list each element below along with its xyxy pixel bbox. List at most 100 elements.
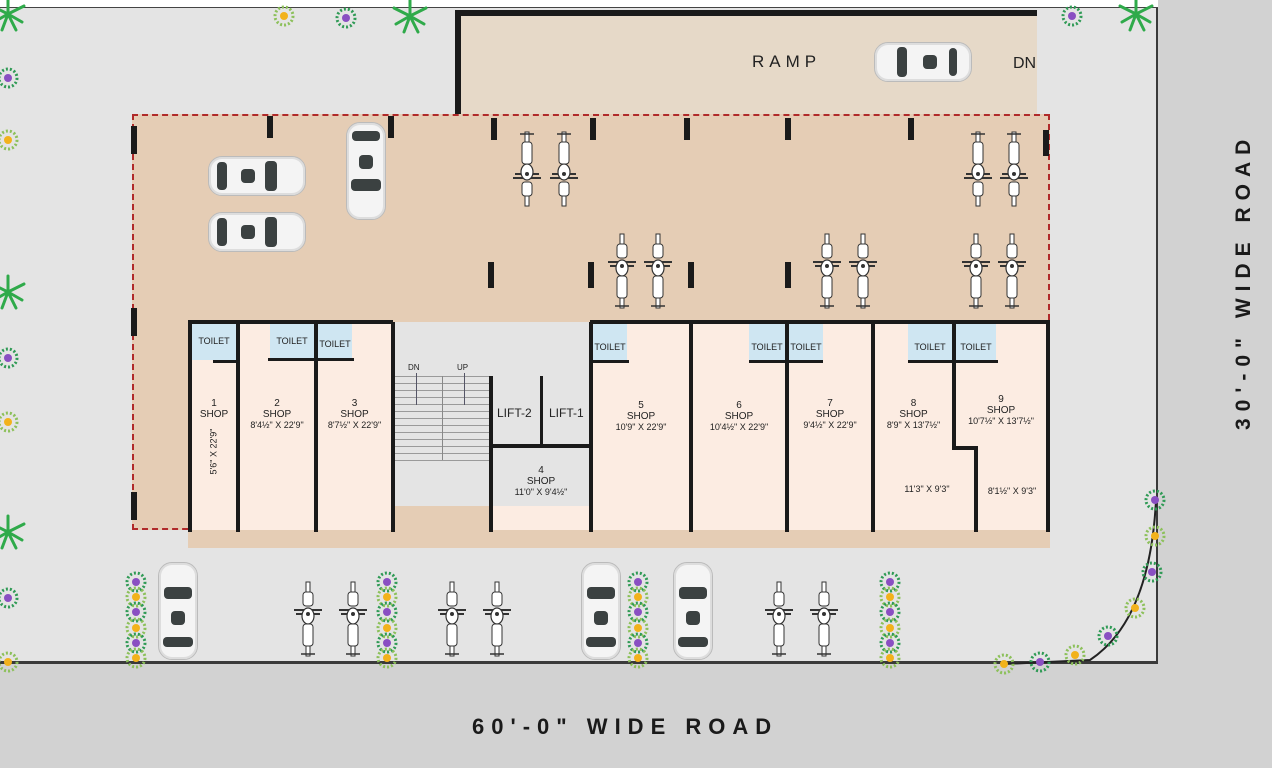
toilet-shop-6: TOILET	[749, 324, 785, 360]
right-road	[1158, 0, 1272, 768]
shop-number: 6	[736, 400, 742, 411]
shop-size: 8'9" X 13'7½"	[886, 420, 941, 430]
wall	[593, 360, 629, 363]
column	[908, 118, 914, 140]
car-icon	[158, 562, 198, 660]
shop-size: 10'9" X 22'9"	[615, 422, 667, 432]
shop-type: SHOP	[262, 409, 292, 420]
toilet-shop-7: TOILET	[789, 324, 823, 360]
shop-size: 9'4½" X 22'9"	[803, 420, 857, 430]
shop-number: 7	[827, 398, 833, 409]
wall	[391, 322, 395, 532]
shop-type: SHOP	[626, 411, 656, 422]
shop-type: SHOP	[986, 405, 1016, 416]
wall	[908, 360, 998, 363]
car-icon	[208, 212, 306, 252]
shop-number: 4	[538, 465, 544, 476]
shop-size: 8'4½" X 22'9"	[250, 420, 304, 430]
shop-7: 7 SHOP 9'4½" X 22'9"	[789, 398, 871, 431]
toilet-shop-5: TOILET	[593, 324, 627, 360]
wall	[489, 376, 493, 532]
wall	[952, 322, 956, 448]
wall	[952, 446, 977, 450]
stair-up-label: UP	[457, 363, 469, 372]
column	[684, 118, 690, 140]
shop-6: 6 SHOP 10'4½" X 22'9"	[693, 400, 785, 433]
stair-landing	[393, 506, 491, 532]
toilet-shop-8: TOILET	[908, 324, 952, 360]
shop-9-extra-size: 8'1½" X 9'3"	[987, 486, 1037, 496]
shop-type: SHOP	[815, 409, 845, 420]
car-icon	[208, 156, 306, 196]
up-arrow-icon	[464, 373, 465, 405]
shop-size: 10'7½" X 13'7½"	[968, 416, 1034, 426]
wall	[785, 322, 789, 532]
column	[131, 126, 137, 154]
ramp-direction-label: DN	[1013, 55, 1037, 72]
column	[388, 116, 394, 138]
wall	[268, 358, 354, 361]
shop-number: 8	[910, 398, 917, 409]
shop-number: 5	[638, 400, 644, 411]
column	[588, 262, 594, 288]
shop-size: 8'7½" X 22'9"	[327, 420, 382, 430]
shop-number: 3	[351, 398, 358, 409]
shop-8-extra-size: 11'3" X 9'3"	[904, 484, 950, 494]
shop-9: 9 SHOP 10'7½" X 13'7½"	[956, 394, 1046, 427]
stair-divider	[442, 376, 443, 460]
toilet-shop-9: TOILET	[956, 324, 996, 360]
car-icon	[581, 562, 621, 660]
shop-size: 11'0" X 9'4½"	[514, 487, 568, 497]
wall	[540, 376, 543, 446]
bottom-road	[0, 664, 1272, 768]
column	[688, 262, 694, 288]
lift-1: LIFT-1	[549, 406, 584, 420]
shop-4: 4 SHOP 11'0" X 9'4½"	[493, 465, 589, 498]
column	[1043, 130, 1049, 156]
front-strip	[188, 530, 1050, 548]
ramp-label: RAMP	[752, 52, 822, 71]
column	[131, 308, 137, 336]
wall	[589, 322, 593, 532]
shop-type: SHOP	[340, 409, 369, 420]
wall	[188, 320, 192, 532]
toilet-shop-2: TOILET	[270, 324, 314, 360]
column	[491, 118, 497, 140]
shop-type: SHOP	[526, 476, 556, 487]
car-icon	[673, 562, 713, 660]
bottom-road-label: 60'-0" WIDE ROAD	[472, 714, 779, 739]
shop-type: SHOP	[199, 409, 229, 420]
shop-type: SHOP	[724, 411, 754, 422]
wall	[236, 322, 240, 532]
wall	[590, 320, 1050, 324]
shop-number: 1	[211, 398, 217, 409]
down-arrow-icon	[416, 373, 417, 405]
wall	[489, 444, 591, 448]
wall	[1046, 320, 1050, 532]
wall	[871, 322, 875, 532]
right-road-label: 30'-0" WIDE ROAD	[1232, 132, 1255, 430]
wall	[974, 446, 978, 532]
shop-size: 10'4½" X 22'9"	[709, 422, 769, 432]
toilet-shop-3: TOILET	[318, 324, 352, 360]
toilet-shop-1: TOILET	[192, 324, 236, 360]
column	[267, 116, 273, 138]
column	[131, 492, 137, 520]
column	[488, 262, 494, 288]
shop-1: 1 SHOP	[192, 398, 236, 420]
shop-8: 8 SHOP 8'9" X 13'7½"	[875, 398, 952, 431]
wall	[188, 320, 393, 324]
wall	[213, 360, 238, 363]
shop-3: 3 SHOP 8'7½" X 22'9"	[318, 398, 391, 431]
shop-5: 5 SHOP 10'9" X 22'9"	[593, 400, 689, 433]
lift-2: LIFT-2	[497, 406, 532, 420]
stair-down-label: DN	[408, 363, 420, 372]
wall	[314, 322, 318, 532]
wall	[749, 360, 823, 363]
shop-number: 9	[998, 394, 1004, 405]
car-icon	[346, 122, 386, 220]
wall	[689, 322, 693, 532]
column	[785, 262, 791, 288]
column	[785, 118, 791, 140]
